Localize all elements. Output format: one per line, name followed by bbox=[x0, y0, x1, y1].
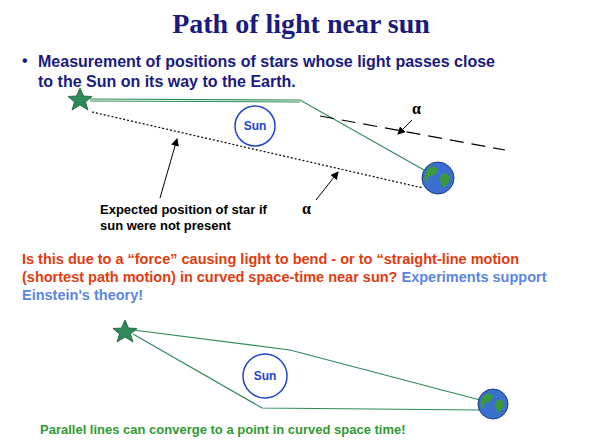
caption-note: Parallel lines can converge to a point i… bbox=[40, 422, 480, 437]
sun-label: Sun bbox=[244, 119, 267, 133]
earth-icon bbox=[422, 162, 454, 194]
light-path bbox=[133, 334, 480, 410]
star-icon bbox=[113, 320, 137, 342]
earth-icon bbox=[478, 389, 508, 419]
light-path bbox=[90, 99, 424, 170]
bullet-text: Measurement of positions of stars whose … bbox=[38, 52, 508, 92]
bullet-mark: • bbox=[22, 52, 28, 70]
angle-pointer bbox=[398, 120, 412, 134]
sun-circle: Sun bbox=[242, 353, 288, 399]
sun-label: Sun bbox=[254, 369, 277, 383]
angle-pointer bbox=[316, 172, 338, 200]
dotted-path bbox=[92, 112, 423, 188]
apparent-direction bbox=[320, 116, 505, 150]
question-paragraph: Is this due to a “force” causing light t… bbox=[22, 250, 584, 304]
angle-label: α bbox=[302, 200, 311, 218]
angle-label: α bbox=[412, 100, 421, 118]
leader-line bbox=[160, 139, 177, 198]
light-path bbox=[133, 330, 480, 400]
annotation: Expected position of star if sun were no… bbox=[100, 202, 270, 234]
star-icon bbox=[68, 88, 92, 110]
light-path bbox=[90, 101, 300, 102]
slide-title: Path of light near sun bbox=[0, 8, 602, 40]
sun-circle: Sun bbox=[234, 105, 276, 147]
